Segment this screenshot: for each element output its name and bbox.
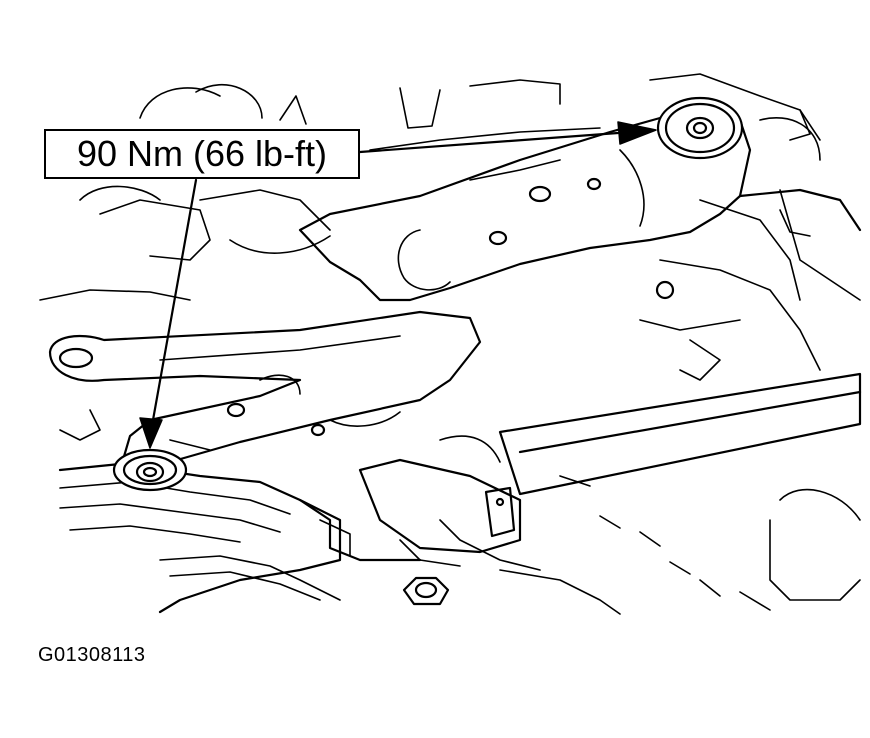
leader-line-lower: [139, 178, 198, 449]
lower-mount-bolt: [112, 448, 188, 492]
bottom-mount-bolt: [402, 576, 450, 606]
torque-spec-callout: 90 Nm (66 lb-ft): [44, 129, 360, 179]
upper-mount-bolt: [656, 96, 744, 160]
left-background-components: [39, 185, 501, 463]
upper-background-components: [139, 73, 821, 161]
lower-control-arm: [48, 310, 482, 472]
upper-control-arm: [298, 110, 801, 302]
right-frame: [639, 188, 862, 601]
center-bracket: [358, 458, 621, 615]
figure-id-label: G01308113: [38, 644, 146, 666]
leader-line-upper: [358, 121, 657, 154]
crossmember-bar: [498, 372, 862, 611]
